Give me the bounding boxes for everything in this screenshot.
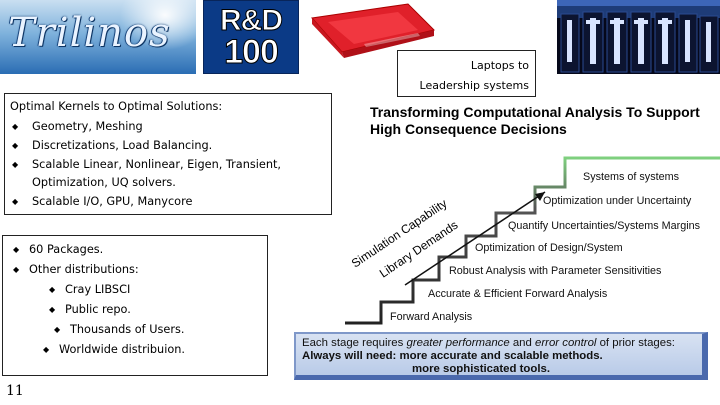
stage-label: Forward Analysis [390, 311, 473, 323]
note-line-3: more sophisticated tools. [412, 363, 550, 375]
staircase-outline [345, 156, 720, 325]
supercomputer-image [557, 0, 720, 74]
stages-requirement-note: Each stage requires greater performance … [294, 332, 708, 380]
callout-line-2: Leadership systems [419, 79, 529, 92]
packages-item: Other distributions: [13, 260, 267, 280]
worldwide-list: Worldwide distribuion. [13, 340, 267, 360]
capability-arrow-head [535, 192, 545, 201]
stage-label: Robust Analysis with Parameter Sensitivi… [449, 265, 662, 277]
distribution-item: Public repo. [49, 300, 267, 320]
stage-label: Optimization of Design/System [475, 242, 623, 254]
stage-label: Optimization under Uncertainty [543, 195, 692, 207]
optimal-kernels-box: Optimal Kernels to Optimal Solutions: Ge… [4, 93, 332, 215]
kernels-heading: Optimal Kernels to Optimal Solutions: [10, 100, 223, 113]
kernels-item: Geometry, Meshing [10, 117, 331, 137]
distribution-item: Cray LIBSCI [49, 280, 267, 300]
kernels-list: Geometry, Meshing Discretizations, Load … [10, 117, 331, 212]
note-line-2: Always will need: more accurate and scal… [302, 350, 603, 362]
laptops-to-leadership-callout: Laptops to Leadership systems [397, 50, 536, 97]
stage-label: Quantify Uncertainties/Systems Margins [508, 220, 701, 232]
distribution-item: Thousands of Users. [54, 320, 267, 340]
rd100-award-logo: R&D 100 [203, 0, 299, 74]
note-line-1: Each stage requires greater performance … [302, 337, 675, 349]
kernels-item: Scalable I/O, GPU, Manycore [10, 192, 331, 212]
worldwide-item: Worldwide distribuion. [43, 340, 267, 360]
rd100-top-text: R&D [220, 4, 284, 38]
page-number: 11 [6, 383, 24, 399]
distributions-list: Cray LIBSCI Public repo. Thousands of Us… [13, 280, 267, 340]
stage-label: Systems of systems [583, 171, 680, 183]
stage-label: Accurate & Efficient Forward Analysis [428, 288, 608, 300]
diagram-title: Transforming Computational Analysis To S… [370, 104, 700, 137]
trilinos-logo: Trilinos [0, 0, 196, 74]
packages-list: 60 Packages. Other distributions: [13, 240, 267, 280]
kernels-item: Scalable Linear, Nonlinear, Eigen, Trans… [10, 156, 331, 192]
kernels-item: Discretizations, Load Balancing. [10, 136, 331, 156]
packages-item: 60 Packages. [13, 240, 267, 260]
capability-staircase-diagram: Simulation Capability Library Demands Fo… [345, 156, 720, 325]
trilinos-logo-text: Trilinos [8, 10, 171, 56]
packages-box: 60 Packages. Other distributions: Cray L… [2, 235, 268, 376]
laptop-image [311, 3, 435, 58]
rd100-bottom-text: 100 [224, 33, 280, 72]
capability-arrow [404, 191, 546, 286]
callout-line-1: Laptops to [470, 59, 529, 72]
